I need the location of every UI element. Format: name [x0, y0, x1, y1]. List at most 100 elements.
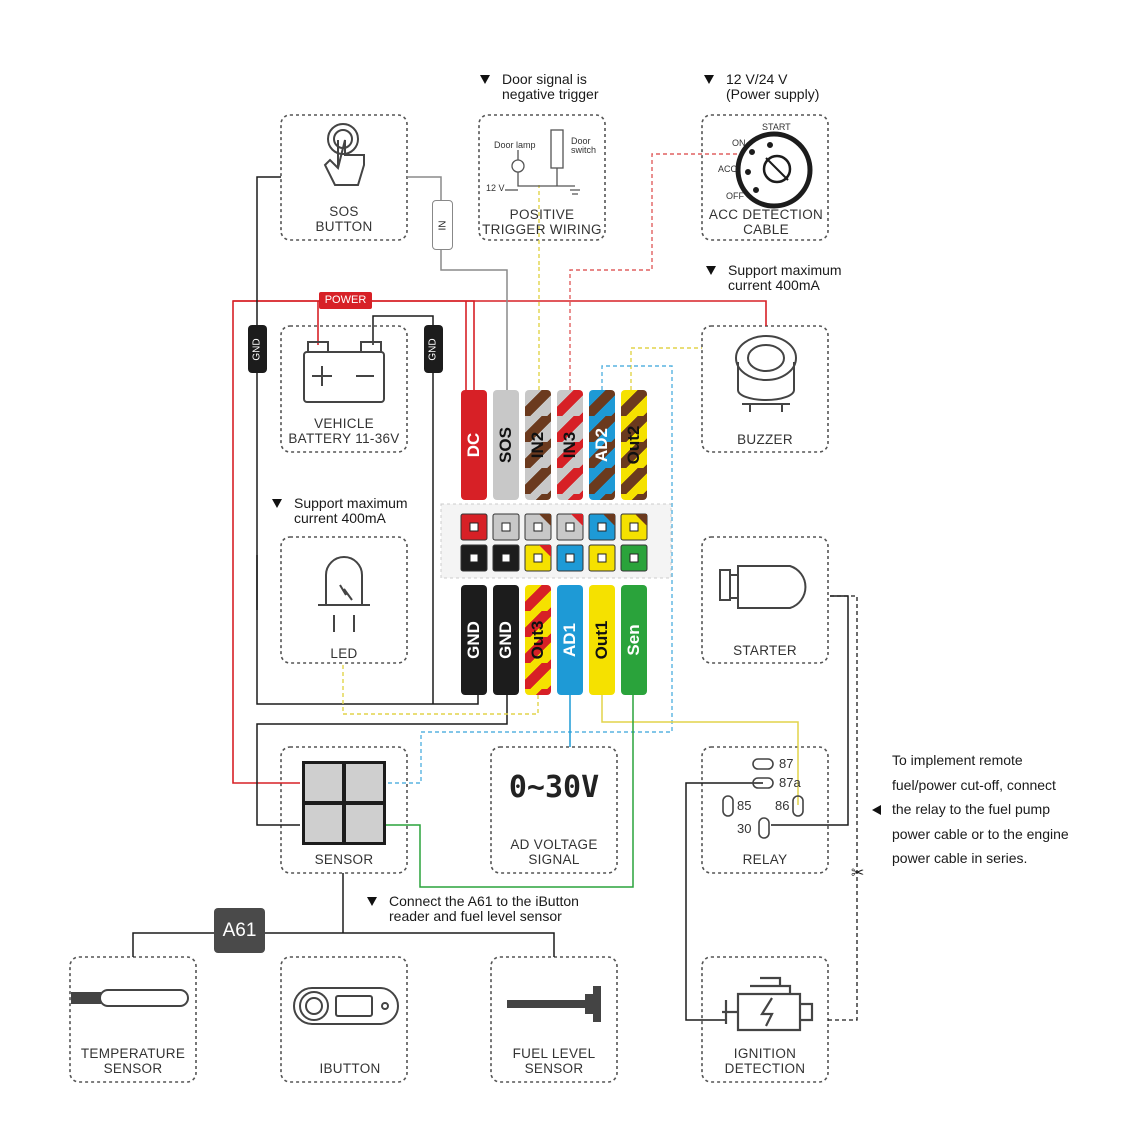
fuel-level-probe-icon [507, 986, 601, 1022]
door-switch-label: Door switch [571, 136, 597, 155]
relay-terminals-icon [722, 758, 804, 839]
pin-top-dc: DC [461, 390, 487, 500]
cutoff-dashed-wire [828, 595, 858, 1021]
power-wires [232, 300, 767, 784]
battery-box [280, 325, 408, 453]
ibutton-label: IBUTTON [319, 1061, 381, 1076]
door-lamp-label: Door lamp [494, 140, 536, 150]
pin-bottom-sen: Sen [621, 585, 647, 695]
ad-voltage-range: 0~30V [508, 770, 600, 805]
power-tag: POWER [319, 292, 372, 309]
pin-bottom-gnd: GND [461, 585, 487, 695]
out1-wire [601, 695, 799, 805]
gnd-tag-left: GND [248, 325, 267, 373]
positive-trigger-label: POSITIVE TRIGGER WIRING [482, 207, 602, 237]
relay-note-pointer [872, 796, 884, 816]
out2-wire [630, 347, 702, 390]
connector-cell-socket [469, 553, 479, 563]
connector-cell-socket [533, 522, 543, 532]
acc-detection-label: ACC DETECTION CABLE [708, 207, 824, 237]
led-label: LED [330, 646, 358, 661]
pin-top-out2: Out2 [621, 390, 647, 500]
pointer-triangle-icon [480, 75, 490, 84]
pointer-triangle-icon [272, 499, 282, 508]
connector-cell-stripe [539, 514, 551, 526]
pointer-triangle-icon [704, 75, 714, 84]
door-switch-wiring-icon [505, 129, 580, 195]
starter-motor-icon [719, 565, 807, 609]
pin-top-in3: IN3 [557, 390, 583, 500]
relay-pin-85: 85 [737, 798, 752, 813]
ignition-start-label: START [762, 122, 791, 132]
power-supply-note: 12 V/24 V (Power supply) [704, 72, 819, 102]
ignition-on-label: ON [732, 138, 746, 148]
engine-icon [722, 976, 814, 1032]
pointer-triangle-left-icon [872, 805, 881, 815]
sensor-icon [302, 761, 386, 845]
pin-label: AD1 [560, 622, 579, 658]
connector-cell-socket [629, 553, 639, 563]
pin-label: IN3 [560, 431, 579, 459]
ibutton-reader-icon [293, 987, 399, 1025]
pin-bottom-gnd: GND [493, 585, 519, 695]
sos-button-label: SOS BUTTON [315, 204, 373, 234]
led-icon [318, 556, 370, 632]
connector-cell-socket [501, 553, 511, 563]
battery-icon [303, 341, 385, 403]
temperature-probe-icon [71, 989, 189, 1007]
pin-bottom-ad1: AD1 [557, 585, 583, 695]
connector-cells [460, 513, 648, 572]
pin-top-ad2: AD2 [589, 390, 615, 500]
pin-label: Out2 [624, 425, 643, 465]
pin-top-in2: IN2 [525, 390, 551, 500]
led-box [280, 536, 408, 664]
buzzer-current-note: Support maximum current 400mA [706, 263, 842, 293]
relay-pin-86: 86 [775, 798, 790, 813]
buzzer-label: BUZZER [737, 432, 793, 447]
connector-cell-socket [597, 522, 607, 532]
led-current-note: Support maximum current 400mA [272, 496, 408, 526]
connector-cell-stripe [603, 514, 615, 526]
connector-cell-socket [629, 522, 639, 532]
pin-label: IN2 [528, 431, 547, 459]
pin-label: DC [464, 432, 483, 458]
buzzer-box [701, 325, 829, 453]
scissors-icon: ✂ [851, 863, 864, 882]
a61-wires [132, 873, 555, 957]
relay-pin-87a: 87a [779, 775, 801, 790]
sos-wire [407, 176, 508, 390]
ad-voltage-label: AD VOLTAGE SIGNAL [510, 837, 598, 867]
ignition-switch-icon [735, 131, 813, 209]
ignition-off-label: OFF [726, 191, 744, 201]
pin-label: AD2 [592, 427, 611, 463]
pin-label: GND [464, 621, 483, 659]
connector-cell-stripe [571, 514, 583, 526]
trigger-wiring-box [478, 114, 606, 241]
connector-cell-socket [469, 522, 479, 532]
starter-label: STARTER [733, 643, 797, 658]
connector-cell-socket [501, 522, 511, 532]
ignition-acc-label: ACC [718, 164, 738, 174]
trigger-voltage-label: 12 V [486, 183, 505, 193]
temperature-sensor-label: TEMPERATURE SENSOR [80, 1046, 186, 1076]
pin-label: Out3 [528, 620, 547, 660]
fuel-level-sensor-label: FUEL LEVEL SENSOR [512, 1046, 596, 1076]
pin-label: Out1 [592, 620, 611, 660]
relay-pin-30: 30 [737, 821, 752, 836]
component-boxes [69, 114, 829, 1083]
relay-box [701, 746, 829, 874]
pin-bottom-out1: Out1 [589, 585, 615, 695]
door-signal-note: Door signal is negative trigger [480, 72, 599, 102]
connector-cell-stripe [539, 545, 551, 557]
pointer-triangle-icon [706, 266, 716, 275]
in3-wire [569, 153, 740, 390]
pin-label: SOS [496, 427, 515, 463]
relay-note: To implement remote fuel/power cut-off, … [892, 752, 1069, 866]
connector-cell-socket [533, 553, 543, 563]
connector-cell-stripe [635, 514, 647, 526]
relay-pin-87: 87 [779, 756, 794, 771]
vehicle-battery-label: VEHICLE BATTERY 11-36V [288, 416, 400, 446]
out3-wire [342, 663, 539, 715]
pin-bottom-out3: Out3 [525, 585, 551, 695]
